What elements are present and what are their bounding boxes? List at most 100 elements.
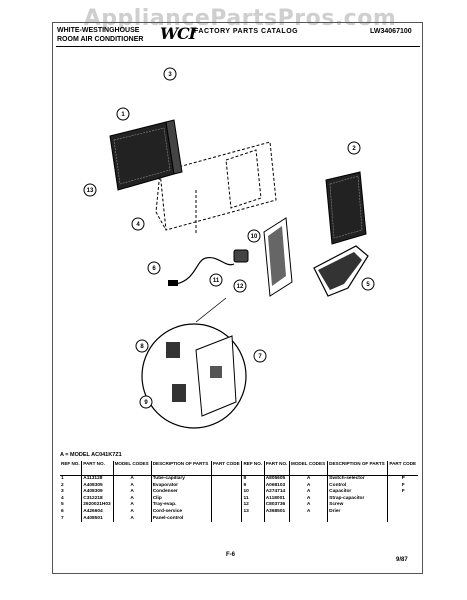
callout-2: 2 [352, 146, 356, 152]
col-model-codes-2: MODEL CODES [289, 461, 329, 476]
table-cell-model: A [289, 482, 329, 490]
brand-logo: WCI [160, 24, 196, 43]
service-cord [175, 256, 235, 285]
table-cell-code [211, 482, 243, 490]
table-cell-model: A [113, 489, 152, 496]
table-cell-model: A [289, 489, 329, 496]
table-cell-part [264, 515, 291, 523]
callout-13: 13 [87, 188, 94, 194]
page-frame [52, 22, 423, 574]
capacitor-part [233, 249, 249, 263]
table-cell-model: A [289, 475, 329, 483]
table-cell-model [289, 515, 329, 523]
table-cell-desc: Strap-capacitor [327, 495, 389, 503]
control-thermostat-part [172, 384, 186, 402]
table-cell-desc: Tube-capillary [151, 475, 212, 483]
table-cell-part: A068103 [264, 482, 291, 490]
table-cell-model: A [289, 508, 329, 516]
col-description: DESCRIPTION OF PARTS [151, 461, 212, 476]
brand-block: WHITE-WESTINGHOUSE ROOM AIR CONDITIONER [57, 26, 143, 44]
table-cell-part: A368501 [264, 508, 291, 516]
callout-group: 1 3 13 4 2 5 6 10 11 12 8 9 7 [83, 67, 375, 409]
table-cell-code: P [401, 476, 405, 481]
header-rule [56, 46, 420, 47]
table-cell-code [388, 502, 418, 509]
page-number: F-6 [226, 552, 235, 558]
table-cell-code [211, 515, 243, 523]
table-cell-desc: Condenser [151, 489, 212, 496]
table-cell-code [211, 508, 243, 516]
table-cell-part: C803736 [264, 502, 291, 509]
catalog-date: 9/87 [396, 557, 408, 563]
evaporator-coil [325, 171, 367, 245]
cord-plug [168, 280, 178, 286]
catalog-title: FACTORY PARTS CATALOG [194, 28, 299, 35]
model-line: A = MODEL AC041K7Z1 [60, 452, 122, 458]
table-cell-desc: Cord-service [151, 508, 212, 516]
table-cell-ref: 13 [241, 508, 265, 516]
col-ref-no-2: REF NO. [241, 461, 265, 476]
table-cell-code [388, 509, 418, 516]
table-cell-part: A118001 [264, 495, 291, 503]
col-part-no-2: PART NO. [264, 461, 291, 476]
table-cell-ref: 8 [241, 475, 265, 483]
control-panel-part [263, 217, 293, 297]
table-cell-part: A408305 [81, 482, 114, 490]
callout-12: 12 [237, 284, 244, 290]
table-cell-part: A426604 [81, 508, 114, 516]
table-cell-desc [327, 515, 389, 523]
callout-9: 9 [144, 400, 148, 406]
table-cell-code: F [401, 489, 405, 495]
table-cell-code: F [401, 482, 405, 488]
table-cell-part: A408501 [81, 515, 114, 523]
parts-table-header: REF NO. PART NO. MODEL CODES DESCRIPTION… [60, 461, 418, 476]
table-cell-ref [241, 515, 265, 523]
table-cell-ref: 1 [60, 475, 83, 483]
table-cell-part: C312218 [81, 495, 114, 503]
callout-7: 7 [258, 354, 262, 360]
table-cell-ref: 4 [60, 495, 83, 503]
table-cell-part: A113128 [81, 475, 114, 483]
col-description-2: DESCRIPTION OF PARTS [327, 461, 389, 476]
callout-11: 11 [213, 278, 220, 284]
detail-leader-line [195, 297, 227, 323]
table-cell-ref: 2 [60, 482, 83, 490]
detail-knob-mount [210, 366, 222, 378]
table-cell-desc: Clip [151, 495, 212, 503]
table-cell-ref: 12 [241, 502, 265, 509]
callout-3: 3 [168, 72, 172, 78]
table-cell-model: A [113, 502, 152, 509]
table-cell-model: A [113, 482, 152, 490]
callout-8: 8 [140, 344, 144, 350]
table-cell-ref: 11 [241, 495, 265, 503]
col-ref-no: REF NO. [60, 461, 83, 476]
table-cell-ref: 9 [241, 482, 265, 490]
table-cell-part: A408309 [81, 489, 114, 496]
table-cell-desc: Screw [327, 502, 389, 509]
callout-6: 6 [152, 266, 156, 272]
table-cell-code [211, 475, 243, 483]
table-cell-code [388, 496, 418, 503]
col-part-code: PART CODE [211, 461, 243, 476]
parts-table: REF NO. PART NO. MODEL CODES DESCRIPTION… [60, 461, 418, 523]
table-cell-desc: Switch-selector [327, 475, 389, 483]
brand-line-1: WHITE-WESTINGHOUSE [57, 27, 140, 34]
table-cell-desc: Panel-control [151, 515, 212, 523]
callout-5: 5 [366, 282, 370, 288]
condenser-coil [109, 119, 183, 191]
table-cell-desc: Drier [327, 508, 389, 516]
table-cell-model: A [289, 502, 329, 509]
col-part-code-2: PART CODE [387, 461, 418, 476]
callout-4: 4 [136, 222, 140, 228]
table-cell-model: A [113, 515, 152, 523]
table-cell-part: 2920021H03 [81, 502, 114, 509]
table-cell-desc: Tray-evap. [151, 502, 212, 509]
exploded-parts-diagram: 1 3 13 4 2 5 6 10 11 12 8 9 7 [83, 67, 375, 429]
